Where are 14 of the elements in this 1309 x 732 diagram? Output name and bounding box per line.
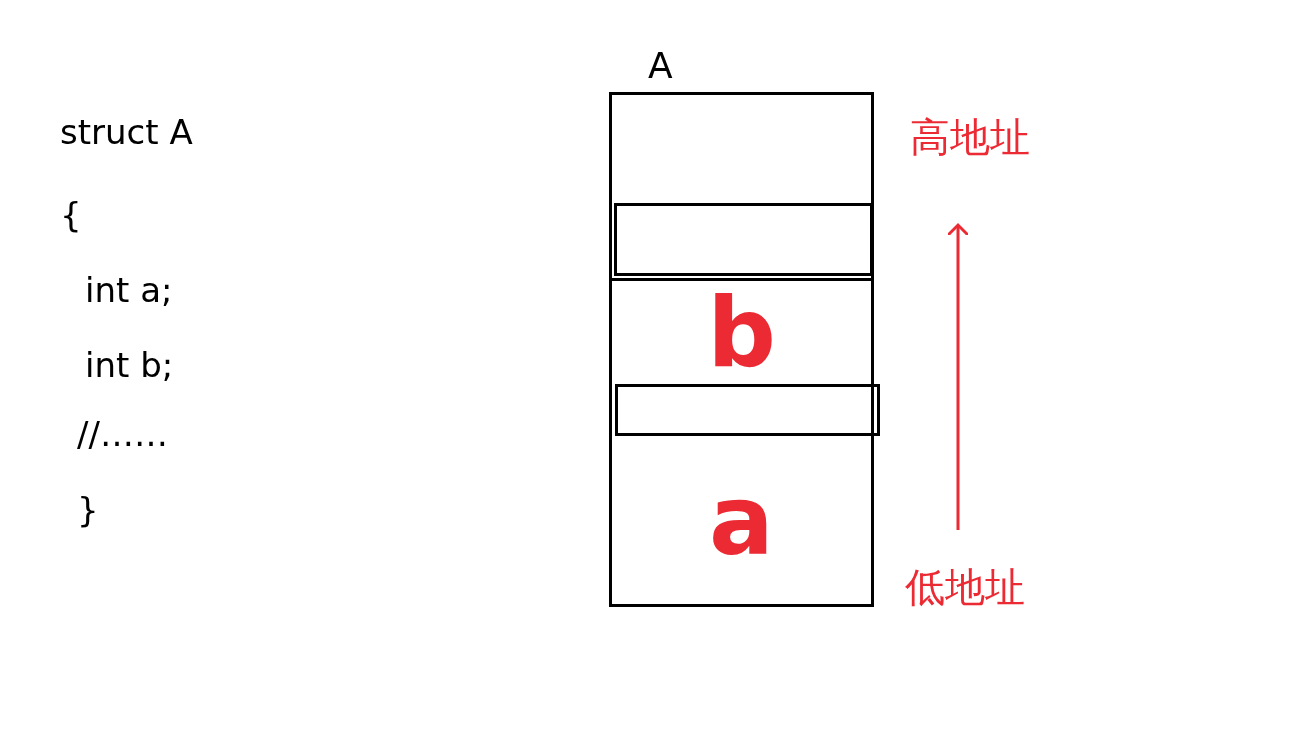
- block-title: A: [648, 45, 673, 86]
- padding-box: [615, 384, 880, 436]
- code-line: struct A: [60, 112, 193, 152]
- arrow: [946, 223, 970, 530]
- code-line: {: [60, 195, 82, 235]
- code-line: int b;: [85, 345, 174, 385]
- code-line: //……: [77, 414, 168, 454]
- field-name: b: [707, 284, 776, 381]
- field-name: a: [709, 473, 774, 569]
- padding-box: [614, 203, 873, 276]
- address-label: 低地址: [905, 560, 1055, 610]
- address-label: 高地址: [910, 110, 1060, 160]
- code-line: }: [77, 490, 99, 530]
- code-line: int a;: [85, 270, 173, 310]
